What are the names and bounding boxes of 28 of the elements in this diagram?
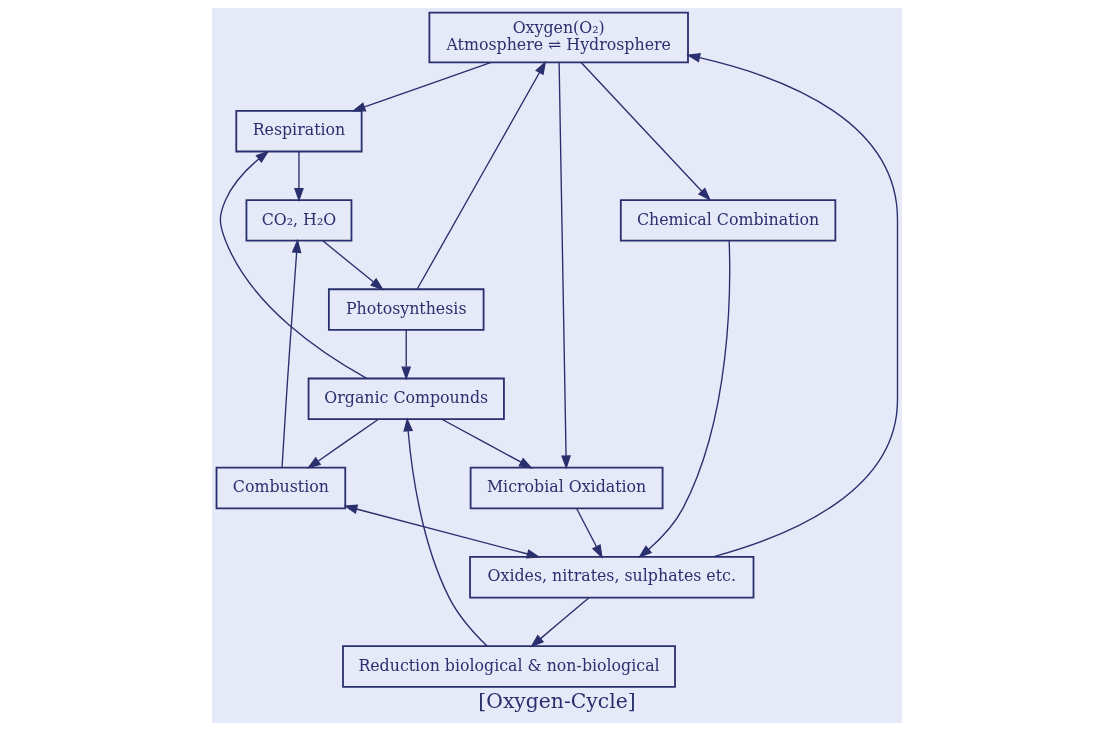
arrow xyxy=(637,240,730,559)
arrow xyxy=(416,60,546,290)
node-box: Chemical Combination xyxy=(619,199,836,242)
arrow xyxy=(575,507,603,559)
arrow xyxy=(351,61,492,112)
arrow xyxy=(400,329,411,381)
caption: [Oxygen-Cycle] xyxy=(477,688,636,713)
arrow xyxy=(306,418,379,469)
node-box: Microbial Oxidation xyxy=(469,466,663,510)
arrow xyxy=(321,240,384,291)
arrow xyxy=(402,417,488,647)
node-box: Combustion xyxy=(215,466,346,510)
arrow xyxy=(342,504,541,559)
arrow xyxy=(557,61,571,470)
arrow xyxy=(280,238,302,468)
node-box: Oxides, nitrates, sulphates etc. xyxy=(468,556,754,599)
arrow xyxy=(440,418,533,469)
node-box: CO₂, H₂O xyxy=(245,199,352,242)
node-box: Oxygen(O₂) Atmosphere ⇌ Hydrosphere xyxy=(428,11,689,64)
node-box: Respiration xyxy=(234,109,363,153)
arrow xyxy=(580,61,711,202)
node-box: Photosynthesis xyxy=(327,288,484,331)
arrow xyxy=(293,150,304,203)
node-box: Organic Compounds xyxy=(307,377,505,421)
node-box: Reduction biological & non-biological xyxy=(341,645,676,688)
arrow xyxy=(685,52,898,558)
arrow xyxy=(529,597,590,648)
arrow xyxy=(219,150,367,379)
